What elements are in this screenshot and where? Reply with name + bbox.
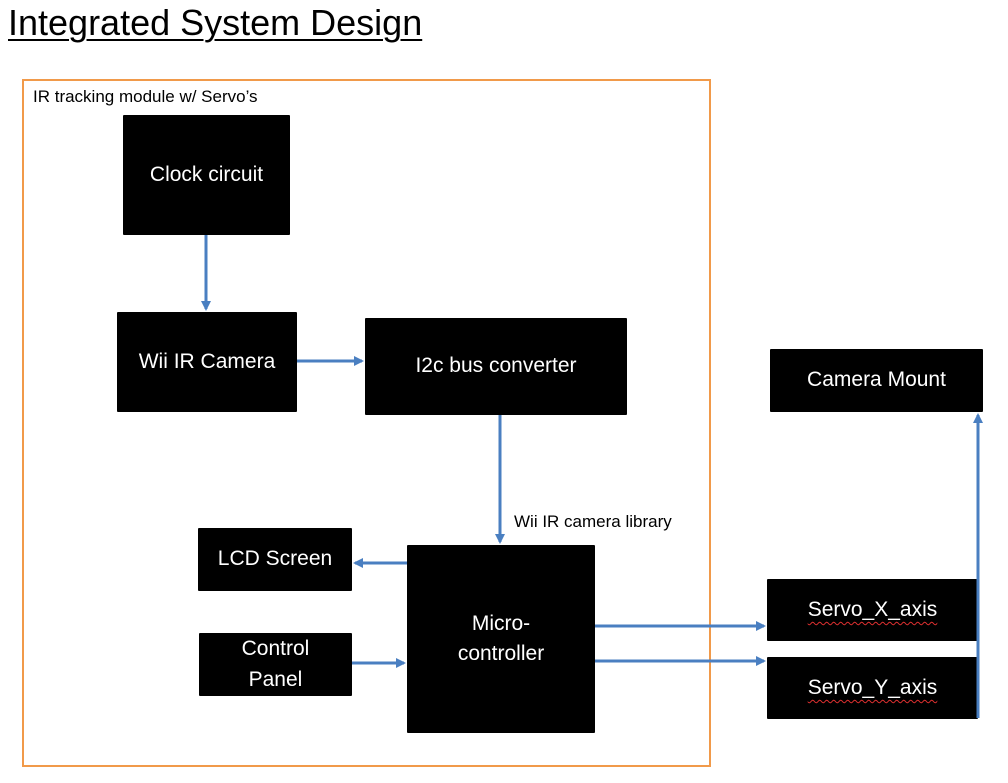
lcd-screen-label: LCD Screen	[217, 547, 333, 571]
wii-ir-camera-block: Wii IR Camera	[117, 312, 297, 412]
servo-x-axis-block: Servo_X_axis	[767, 579, 978, 641]
microcontroller-block: Micro- controller	[407, 545, 595, 733]
ir-tracking-module-frame	[22, 79, 711, 767]
control-panel-label-line2: Panel	[248, 667, 303, 691]
camera-mount-block: Camera Mount	[770, 349, 983, 412]
wii-ir-camera-label: Wii IR Camera	[138, 349, 276, 373]
servo-x-axis-label: Servo_X_axis	[807, 597, 938, 621]
camera-mount-label: Camera Mount	[807, 368, 946, 392]
module-label: IR tracking module w/ Servo’s	[33, 87, 258, 106]
servo-y-axis-block: Servo_Y_axis	[767, 657, 978, 719]
control-panel-label-line1: Control	[241, 637, 310, 661]
microcontroller-label-line2: controller	[457, 642, 545, 665]
clock-circuit-label: Clock circuit	[149, 162, 264, 186]
clock-circuit-block: Clock circuit	[123, 115, 290, 235]
i2c-bus-converter-label: I2c bus converter	[415, 354, 577, 378]
page-title: Integrated System Design	[8, 2, 423, 43]
microcontroller-label-line1: Micro-	[471, 611, 531, 635]
servo-y-axis-label: Servo_Y_axis	[807, 675, 938, 699]
lcd-screen-block: LCD Screen	[198, 528, 352, 591]
control-panel-block: Control Panel	[199, 633, 352, 696]
i2c-bus-converter-block: I2c bus converter	[365, 318, 627, 415]
library-annotation: Wii IR camera library	[514, 512, 672, 531]
